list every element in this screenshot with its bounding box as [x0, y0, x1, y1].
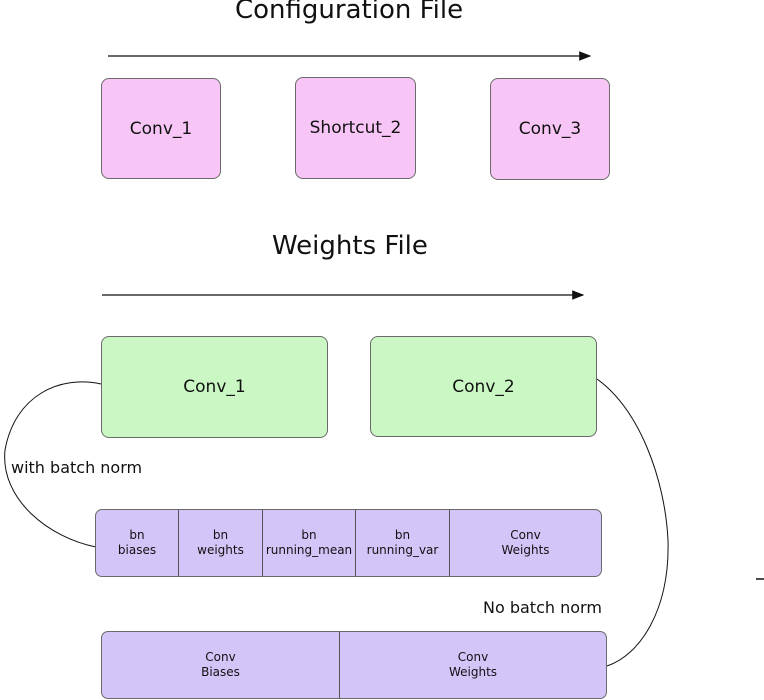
bn-biases-cell: bn biases	[96, 510, 179, 576]
cell-line: Conv	[205, 650, 236, 664]
cell-line: biases	[117, 543, 157, 557]
cell-line: Biases	[201, 665, 240, 679]
conv-biases-cell: Conv Biases	[102, 632, 340, 698]
config-block-label: Shortcut_2	[309, 118, 402, 138]
conv-weights-cell: Conv Weights	[340, 632, 606, 698]
cell-line: weights	[197, 543, 244, 557]
config-block-label: Conv_3	[518, 119, 582, 139]
cell-line: bn	[212, 528, 229, 542]
batch-norm-connector	[4, 381, 102, 548]
config-block-conv-1: Conv_1	[101, 78, 221, 179]
cell-line: Weights	[448, 665, 498, 679]
weights-block-label: Conv_1	[183, 377, 246, 397]
weights-file-title: Weights File	[272, 231, 428, 261]
batch-norm-weights-strip: bn biases bn weights bn running_mean bn …	[95, 509, 602, 577]
no-batch-norm-connector	[596, 378, 669, 667]
bn-running-mean-cell: bn running_mean	[263, 510, 356, 576]
cell-line: running_mean	[265, 543, 353, 557]
bn-running-var-cell: bn running_var	[356, 510, 450, 576]
cell-line: Conv	[457, 650, 489, 664]
cell-line: Conv	[510, 528, 541, 542]
weights-block-label: Conv_2	[452, 376, 515, 397]
weights-block-conv-1: Conv_1	[101, 336, 328, 438]
cell-line: Weights	[501, 543, 550, 557]
conv-weights-cell: Conv Weights	[450, 510, 601, 576]
config-block-conv-3: Conv_3	[490, 78, 610, 180]
cell-line: running_var	[366, 543, 439, 557]
configuration-file-title: Configuration File	[235, 0, 464, 25]
weights-block-conv-2: Conv_2	[370, 336, 597, 437]
bn-weights-cell: bn weights	[179, 510, 263, 576]
config-block-label: Conv_1	[129, 118, 193, 139]
cell-line: bn	[129, 528, 145, 542]
no-batch-norm-weights-strip: Conv Biases Conv Weights	[101, 631, 607, 699]
no-batch-norm-label: No batch norm	[483, 598, 602, 617]
cell-line: bn	[394, 528, 411, 542]
cell-line: bn	[301, 528, 317, 542]
with-batch-norm-label: with batch norm	[11, 458, 143, 477]
config-block-shortcut-2: Shortcut_2	[295, 77, 416, 179]
